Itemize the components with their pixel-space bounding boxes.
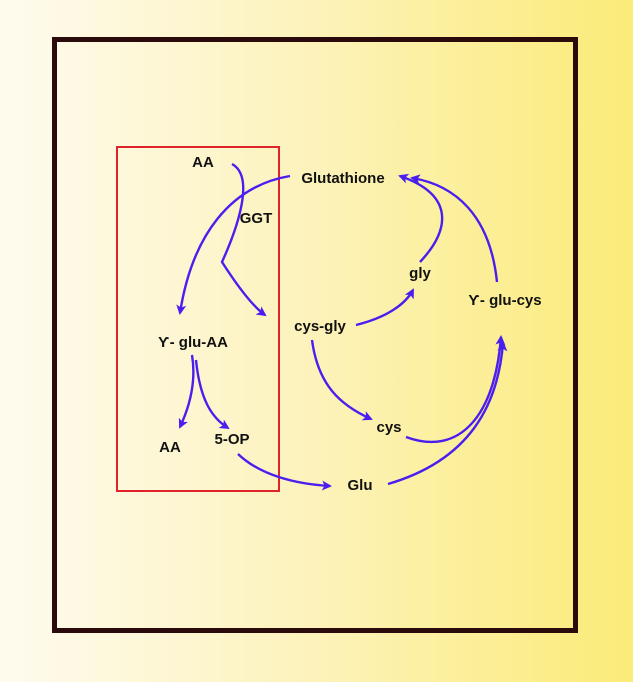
arrow-aa-to-cys-gly bbox=[220, 162, 267, 317]
label-aa-top: AA bbox=[192, 154, 214, 171]
arrow-glu-to-gamma-glu-cys bbox=[387, 341, 508, 486]
arrow-gly-to-glutathione bbox=[398, 173, 444, 263]
label-glutathione: Glutathione bbox=[301, 170, 384, 187]
label-glu: Glu bbox=[348, 477, 373, 494]
label-cys-gly: cys-gly bbox=[294, 318, 346, 335]
arrow-gamma-glu-aa-to-5-op bbox=[194, 359, 230, 430]
label-5-op: 5-OP bbox=[214, 431, 249, 448]
label-gly: gly bbox=[409, 265, 431, 282]
arrow-5-op-to-glu bbox=[237, 453, 332, 491]
arrow-cys-to-gamma-glu-cys bbox=[405, 335, 506, 444]
label-cys: cys bbox=[376, 419, 401, 436]
arrow-gamma-glu-cys-to-glutathione bbox=[410, 174, 499, 283]
arrow-cys-gly-to-cys bbox=[310, 339, 373, 421]
outer-frame bbox=[52, 37, 578, 633]
highlight-box bbox=[116, 146, 280, 492]
arrow-gamma-glu-aa-to-aa bbox=[178, 354, 195, 429]
label-aa-bottom: AA bbox=[159, 439, 181, 456]
arrow-cys-gly-to-gly bbox=[355, 288, 415, 327]
arrow-glutathione-to-gamma-glu-aa bbox=[176, 174, 291, 315]
label-gamma-glu-aa: Ƴ- glu-AA bbox=[158, 334, 228, 351]
label-ggt: GGT bbox=[240, 210, 273, 227]
label-gamma-glu-cys: Ƴ- glu-cys bbox=[468, 292, 541, 309]
